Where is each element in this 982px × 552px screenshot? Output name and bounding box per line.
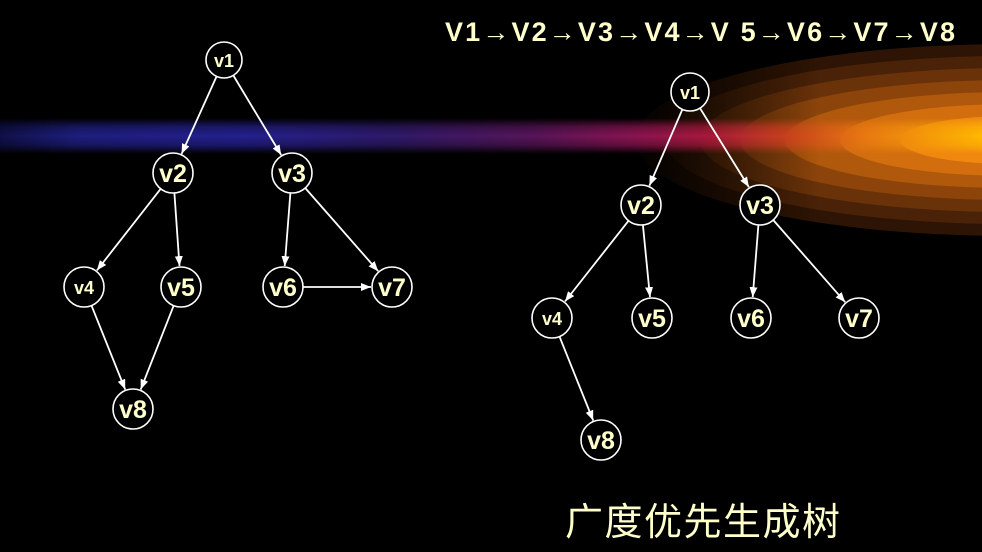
node-v2: v2	[152, 152, 194, 194]
node-label: v3	[278, 160, 306, 188]
edge-v2-v5	[642, 224, 654, 298]
node-v4: v4	[63, 266, 105, 308]
node-circle	[739, 184, 781, 226]
node-label: v1	[214, 51, 234, 71]
edge-v1-v2	[648, 109, 684, 187]
node-circle	[271, 152, 313, 194]
node-circle	[730, 297, 772, 339]
node-label: v3	[746, 192, 774, 220]
node-circle	[262, 266, 304, 308]
node-v5: v5	[631, 297, 673, 339]
node-v5: v5	[160, 266, 202, 308]
node-label: v6	[737, 305, 765, 333]
light-beam	[0, 118, 982, 154]
node-circle	[112, 388, 154, 430]
node-label: v7	[845, 305, 873, 333]
node-circle	[371, 266, 413, 308]
node-label: v5	[167, 274, 195, 302]
node-circle	[620, 184, 662, 226]
node-label: v1	[680, 83, 700, 103]
node-label: v6	[269, 274, 297, 302]
edge-v1-v3	[232, 74, 282, 156]
node-label: v8	[119, 396, 147, 424]
node-label: v7	[378, 274, 406, 302]
node-circle	[160, 266, 202, 308]
edge-v4-v8	[558, 336, 595, 421]
edge-v2-v4	[564, 220, 630, 303]
node-circle	[631, 297, 673, 339]
node-circle	[205, 41, 243, 79]
edge-v3-v6	[281, 192, 292, 267]
node-v8: v8	[112, 388, 154, 430]
edge-v3-v6	[749, 224, 760, 298]
node-label: v2	[627, 192, 655, 220]
node-v8: v8	[580, 419, 622, 461]
bfs-spanning-tree: v1 v2 v3 v4 v5 v6 v7 v8	[531, 72, 880, 461]
spanning-tree-caption: 广度优先生成树	[565, 500, 840, 544]
edge-v2-v5	[173, 192, 183, 267]
node-v2: v2	[620, 184, 662, 226]
node-v6: v6	[730, 297, 772, 339]
node-circle	[670, 72, 710, 112]
edge-v1-v3	[699, 107, 750, 188]
node-v7: v7	[371, 266, 413, 308]
node-label: v4	[74, 278, 94, 298]
node-circle	[531, 297, 573, 339]
edge-v4-v8	[90, 305, 127, 390]
node-label: v4	[542, 309, 562, 329]
bfs-order-title: V1→V2→V3→V4→V 5→V6→V7→V8	[445, 17, 955, 47]
edge-v3-v7	[304, 187, 379, 272]
node-v3: v3	[271, 152, 313, 194]
tree-edges	[558, 107, 846, 421]
node-v3: v3	[739, 184, 781, 226]
node-circle	[152, 152, 194, 194]
node-v7: v7	[838, 297, 880, 339]
edge-v5-v8	[139, 305, 175, 390]
edge-v3-v7	[772, 219, 846, 303]
node-label: v5	[638, 305, 666, 333]
node-v6: v6	[262, 266, 304, 308]
node-label: v2	[159, 160, 187, 188]
node-circle	[580, 419, 622, 461]
directed-graph: v1 v2 v3 v4 v5 v6 v7 v8	[63, 41, 413, 430]
node-v1: v1	[670, 72, 710, 112]
edge-v2-v4	[96, 188, 162, 271]
node-label: v8	[587, 427, 615, 455]
graph-edges	[90, 74, 379, 390]
edge-v1-v2	[180, 76, 218, 155]
node-circle	[63, 266, 105, 308]
node-v1: v1	[205, 41, 243, 79]
node-circle	[838, 297, 880, 339]
node-v4: v4	[531, 297, 573, 339]
